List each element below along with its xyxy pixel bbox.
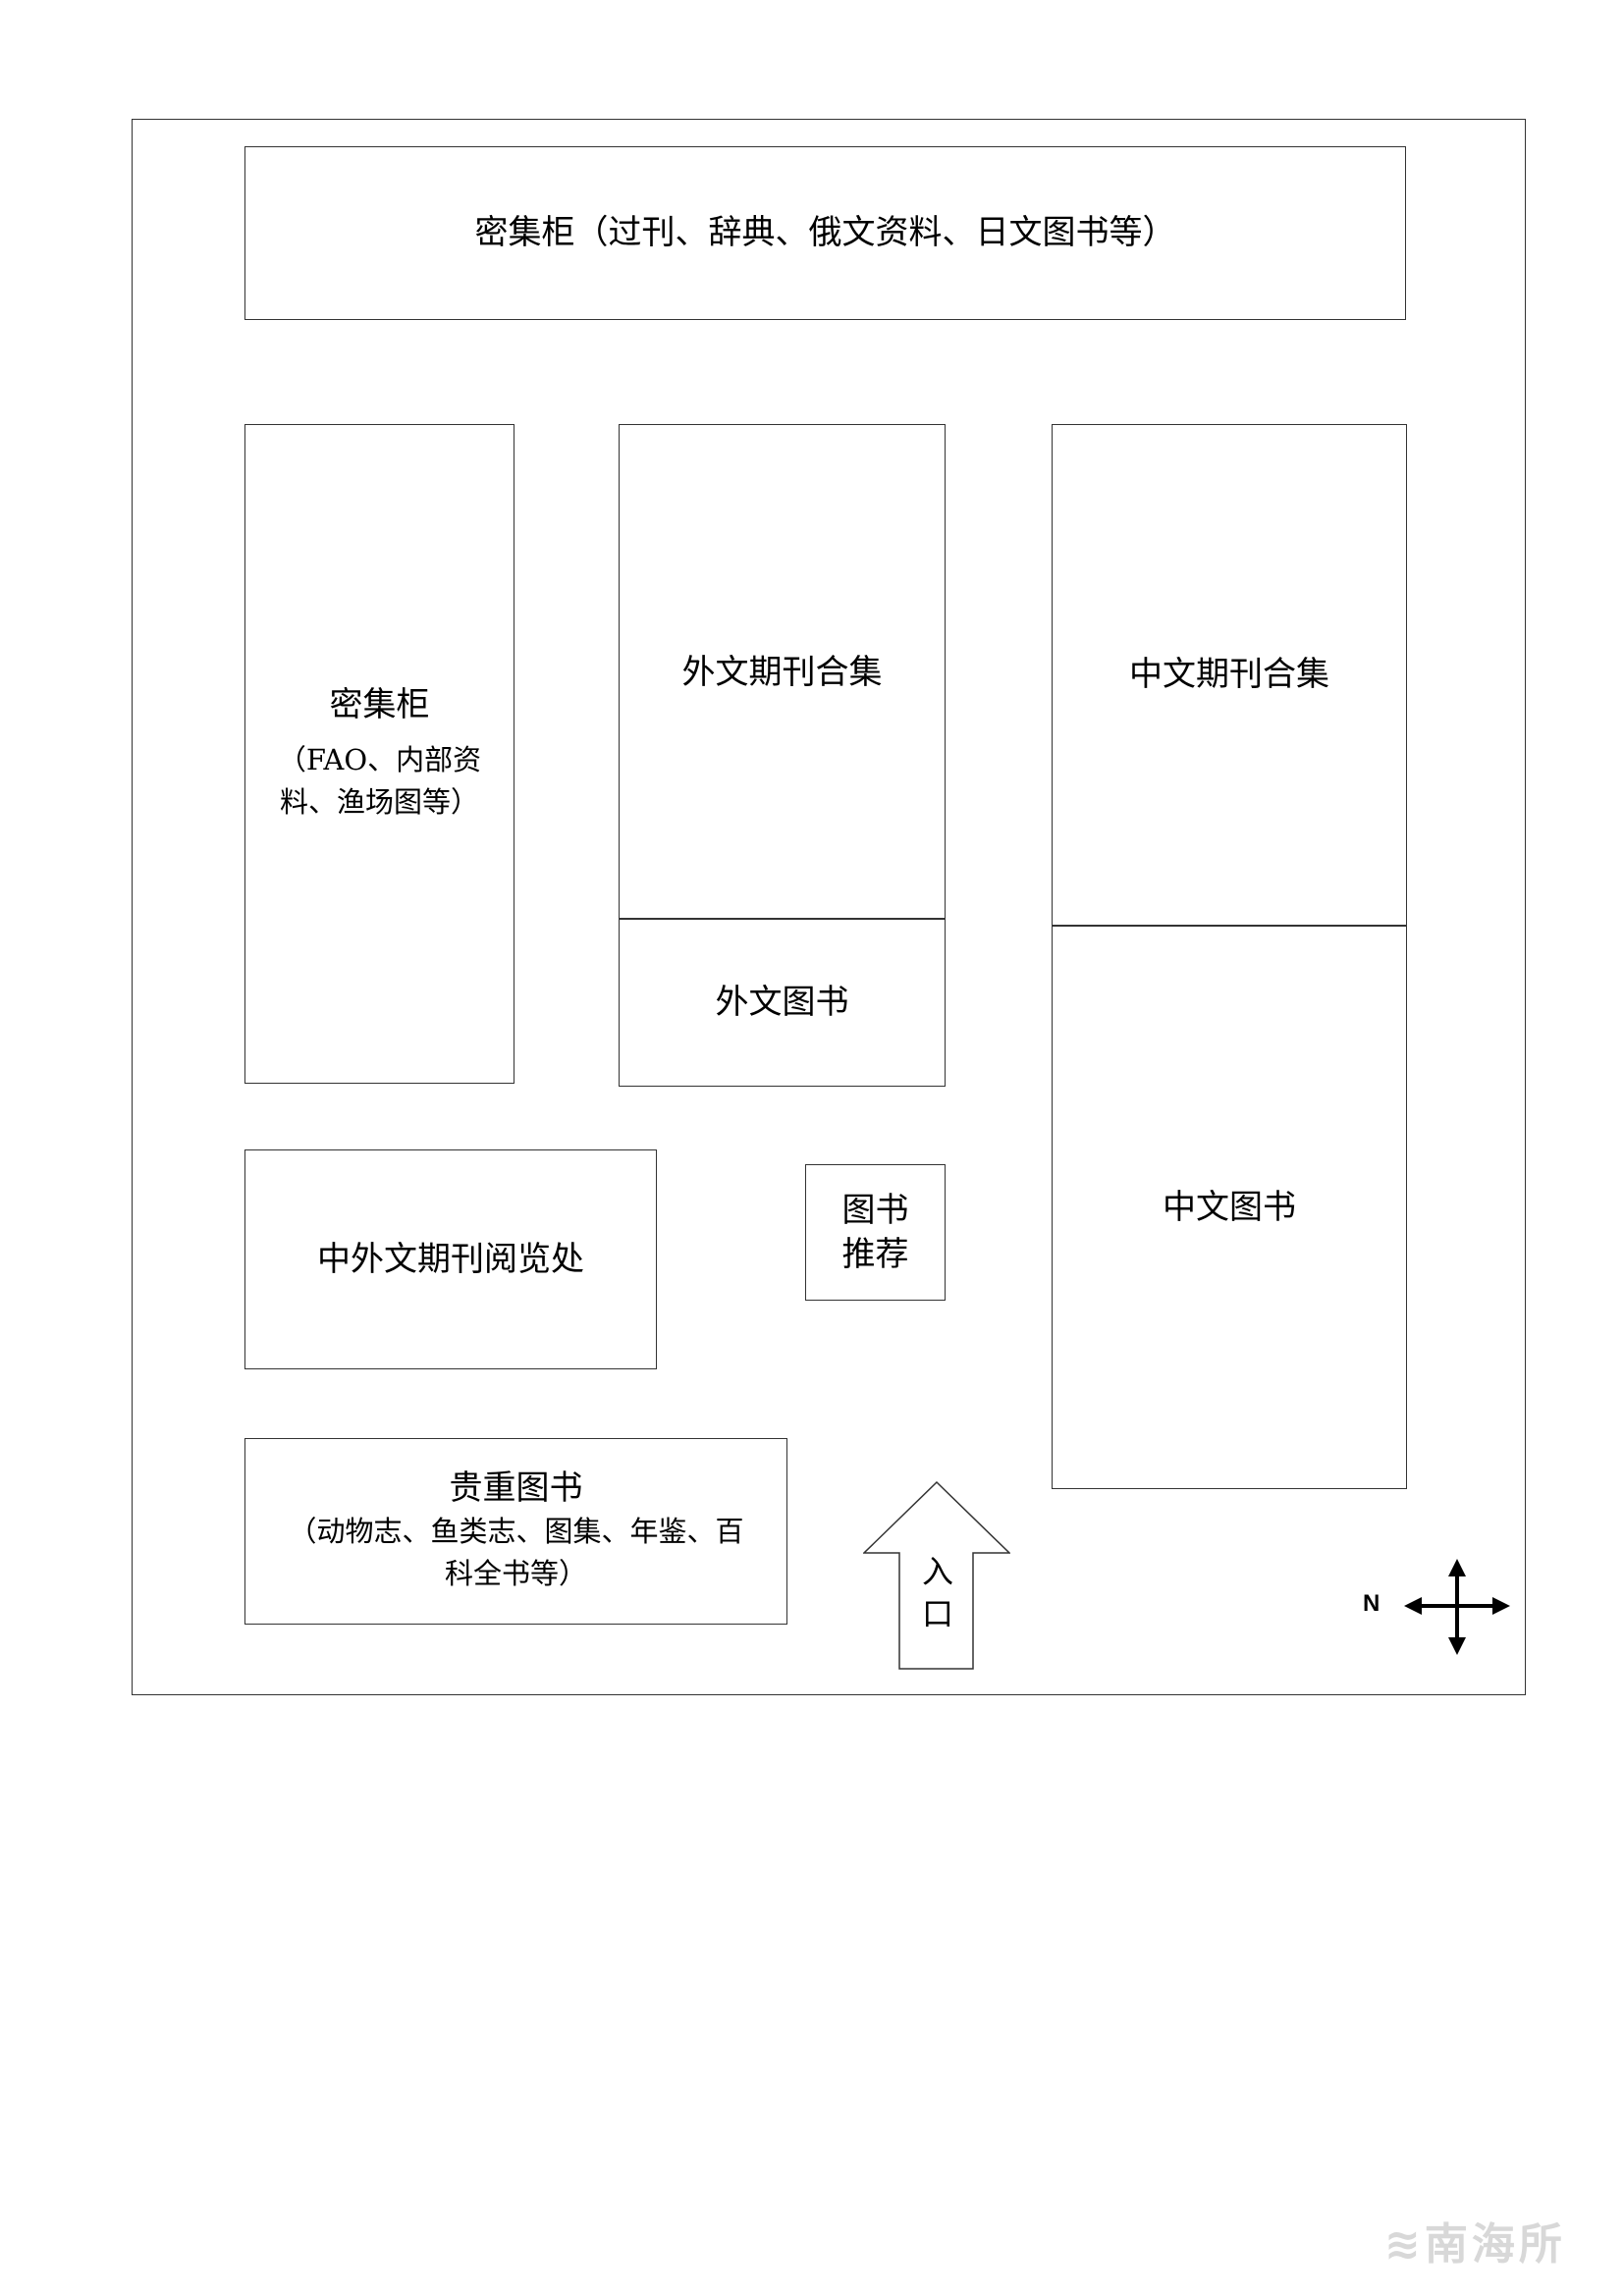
sublabel: （FAO、内部资料、渔场图等） bbox=[277, 742, 482, 820]
floor-plan-outline bbox=[132, 119, 1526, 1695]
sublabel: （动物志、鱼类志、图集、年鉴、百科全书等） bbox=[288, 1514, 744, 1591]
compass-north-label: N bbox=[1363, 1590, 1380, 1617]
label: 贵重图书 bbox=[449, 1468, 583, 1509]
reading-area: 中外文期刊阅览处 bbox=[244, 1149, 657, 1369]
compass-icon bbox=[1404, 1559, 1510, 1655]
foreign-journals: 外文期刊合集 bbox=[619, 424, 946, 920]
label: 中文期刊合集 bbox=[1129, 655, 1329, 694]
chinese-journals: 中文期刊合集 bbox=[1052, 424, 1407, 927]
watermark-text: 南海所 bbox=[1424, 2219, 1566, 2269]
label: 密集柜 bbox=[329, 685, 430, 725]
label: 密集柜（过刊、辞典、俄文资料、日文图书等） bbox=[474, 213, 1176, 253]
label: 外文图书 bbox=[715, 982, 849, 1022]
watermark-logo: ≋南海所 bbox=[1384, 2219, 1566, 2269]
compact-shelves-top: 密集柜（过刊、辞典、俄文资料、日文图书等） bbox=[244, 146, 1406, 320]
label: 中文图书 bbox=[1163, 1188, 1296, 1227]
chinese-books: 中文图书 bbox=[1052, 925, 1407, 1489]
label: 外文期刊合集 bbox=[681, 653, 883, 692]
entrance-label: 入口 bbox=[921, 1553, 953, 1633]
compact-shelves-left: 密集柜 （FAO、内部资料、渔场图等） bbox=[244, 424, 514, 1084]
valuable-books: 贵重图书 （动物志、鱼类志、图集、年鉴、百科全书等） bbox=[244, 1438, 787, 1625]
entrance-arrow-icon bbox=[863, 1481, 1010, 1670]
label: 中外文期刊阅览处 bbox=[317, 1239, 584, 1279]
book-recommend: 图书推荐 bbox=[805, 1164, 946, 1301]
label: 图书推荐 bbox=[841, 1191, 909, 1274]
foreign-books: 外文图书 bbox=[619, 918, 946, 1087]
